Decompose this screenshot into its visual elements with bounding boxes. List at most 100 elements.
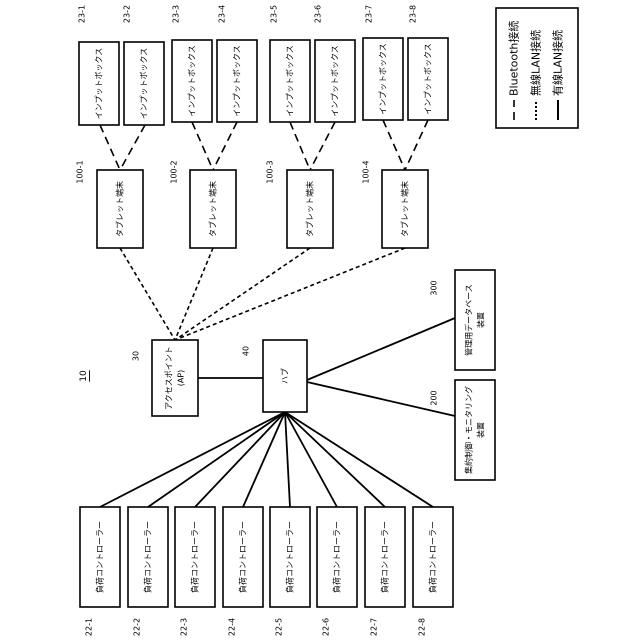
load-controller: 負荷コントローラー 22-5	[270, 507, 310, 636]
load-controller-ref: 22-6	[322, 618, 331, 636]
load-controllers: 負荷コントローラー 22-1 負荷コントローラー 22-2 負荷コントローラー …	[80, 507, 453, 636]
load-controller: 負荷コントローラー 22-7	[365, 507, 405, 636]
management-database-label: 管理用データベース	[464, 284, 474, 356]
bt-link-23-7	[383, 120, 405, 170]
input-box: インプットボックス 23-5	[270, 5, 311, 122]
tablet-label: タブレット端末	[305, 181, 315, 237]
access-point: アクセスポイント (AP) 30	[132, 340, 199, 416]
input-box-label: インプットボックス	[379, 43, 388, 115]
tablet: タブレット端末 100-1	[76, 160, 144, 248]
load-controller: 負荷コントローラー 22-6	[317, 507, 357, 636]
input-box-label: インプットボックス	[424, 43, 433, 115]
bt-link-23-5	[290, 122, 310, 170]
input-box-label: インプットボックス	[140, 48, 149, 120]
load-controller-ref: 22-3	[180, 618, 189, 636]
management-database-frame	[455, 270, 495, 370]
tablets: タブレット端末 100-1 タブレット端末 100-2 タブレット端末 100-…	[76, 160, 429, 248]
input-box-label: インプットボックス	[188, 45, 197, 117]
input-box: インプットボックス 23-8	[408, 5, 448, 120]
load-controller-label: 負荷コントローラー	[380, 521, 390, 593]
figure-number: 10	[79, 370, 89, 382]
tablet: タブレット端末 100-4	[362, 160, 429, 248]
wired-link-22-3	[195, 412, 285, 507]
management-database-ref: 300	[430, 280, 439, 295]
load-controller-ref: 22-1	[85, 618, 94, 636]
input-box: インプットボックス 23-6	[314, 5, 356, 122]
load-controller: 負荷コントローラー 22-1	[80, 507, 120, 636]
monitoring-device-ref: 200	[430, 390, 439, 405]
load-controller-label: 負荷コントローラー	[238, 521, 248, 593]
wired-link-22-5	[285, 412, 290, 507]
management-database: 管理用データベース 装置 300	[430, 270, 496, 370]
input-box-label: インプットボックス	[95, 48, 104, 120]
monitoring-device: 集約制御・モニタリング 装置 200	[430, 380, 496, 480]
load-controller-ref: 22-7	[370, 618, 379, 636]
management-database-sublabel: 装置	[476, 312, 486, 328]
bt-link-23-1	[100, 125, 120, 170]
wlan-link-100-2	[175, 248, 213, 340]
wired-link-22-8	[285, 412, 433, 507]
input-box-ref: 23-8	[409, 5, 418, 23]
load-controller-label: 負荷コントローラー	[428, 521, 438, 593]
load-controller-ref: 22-2	[133, 618, 142, 636]
access-point-frame	[152, 340, 198, 416]
input-box-ref: 23-4	[218, 5, 227, 23]
load-controller: 負荷コントローラー 22-3	[175, 507, 215, 636]
access-point-sublabel: (AP)	[177, 370, 186, 387]
input-box-ref: 23-7	[365, 5, 374, 23]
load-controller-ref: 22-8	[418, 618, 427, 636]
load-controller-ref: 22-5	[275, 618, 284, 636]
tablet-ref: 100-4	[362, 160, 371, 183]
load-controller-label: 負荷コントローラー	[285, 521, 295, 593]
bt-link-23-6	[310, 122, 335, 170]
load-controller-label: 負荷コントローラー	[95, 521, 105, 593]
load-controller-label: 負荷コントローラー	[332, 521, 342, 593]
wlan-link-100-3	[175, 248, 310, 340]
bt-link-23-4	[213, 122, 237, 170]
wired-link-22-1	[100, 412, 285, 507]
wired-link-22-7	[285, 412, 385, 507]
input-box-ref: 23-2	[123, 5, 132, 23]
tablet-label: タブレット端末	[208, 181, 218, 237]
input-box: インプットボックス 23-4	[217, 5, 257, 122]
tablet-ref: 100-1	[76, 160, 85, 183]
load-controller: 負荷コントローラー 22-8	[413, 507, 453, 636]
wlan-link-100-1	[120, 248, 175, 340]
wired-link-hub-db	[307, 318, 455, 380]
input-box-ref: 23-3	[172, 5, 181, 23]
legend-bluetooth-label: Bluetooth接続	[507, 21, 521, 96]
input-box-label: インプットボックス	[331, 45, 340, 117]
tablet-label: タブレット端末	[115, 181, 125, 237]
load-controller-ref: 22-4	[228, 618, 237, 636]
input-box: インプットボックス 23-1	[78, 5, 120, 125]
load-controller-label: 負荷コントローラー	[190, 521, 200, 593]
wired-link-22-6	[285, 412, 337, 507]
bt-link-23-3	[192, 122, 213, 170]
load-controller-label: 負荷コントローラー	[143, 521, 153, 593]
load-controller: 負荷コントローラー 22-2	[128, 507, 168, 636]
hub-label: ハブ	[280, 368, 290, 384]
input-box-ref: 23-6	[314, 5, 323, 23]
input-box: インプットボックス 23-2	[123, 5, 165, 125]
hub-ref: 40	[242, 346, 251, 356]
input-box-label: インプットボックス	[286, 45, 295, 117]
input-box: インプットボックス 23-3	[172, 5, 213, 122]
legend-wired-label: 有線LAN接続	[551, 30, 565, 96]
tablet-ref: 100-3	[266, 160, 275, 183]
input-box-label: インプットボックス	[233, 45, 242, 117]
bt-link-23-8	[405, 120, 428, 170]
load-controller: 負荷コントローラー 22-4	[223, 507, 263, 636]
tablet-label: タブレット端末	[400, 181, 410, 237]
input-box-ref: 23-5	[270, 5, 279, 23]
legend-wireless-label: 無線LAN接続	[529, 30, 543, 96]
tablet-ref: 100-2	[170, 160, 179, 183]
tablet: タブレット端末 100-2	[170, 160, 237, 248]
legend: Bluetooth接続 無線LAN接続 有線LAN接続	[496, 8, 578, 128]
input-box-ref: 23-1	[78, 5, 87, 23]
access-point-label: アクセスポイント	[165, 346, 174, 410]
monitoring-device-frame	[455, 380, 495, 480]
tablet: タブレット端末 100-3	[266, 160, 334, 248]
input-boxes: インプットボックス 23-1 インプットボックス 23-2 インプットボックス …	[78, 5, 449, 125]
monitoring-device-sublabel: 装置	[476, 422, 486, 438]
